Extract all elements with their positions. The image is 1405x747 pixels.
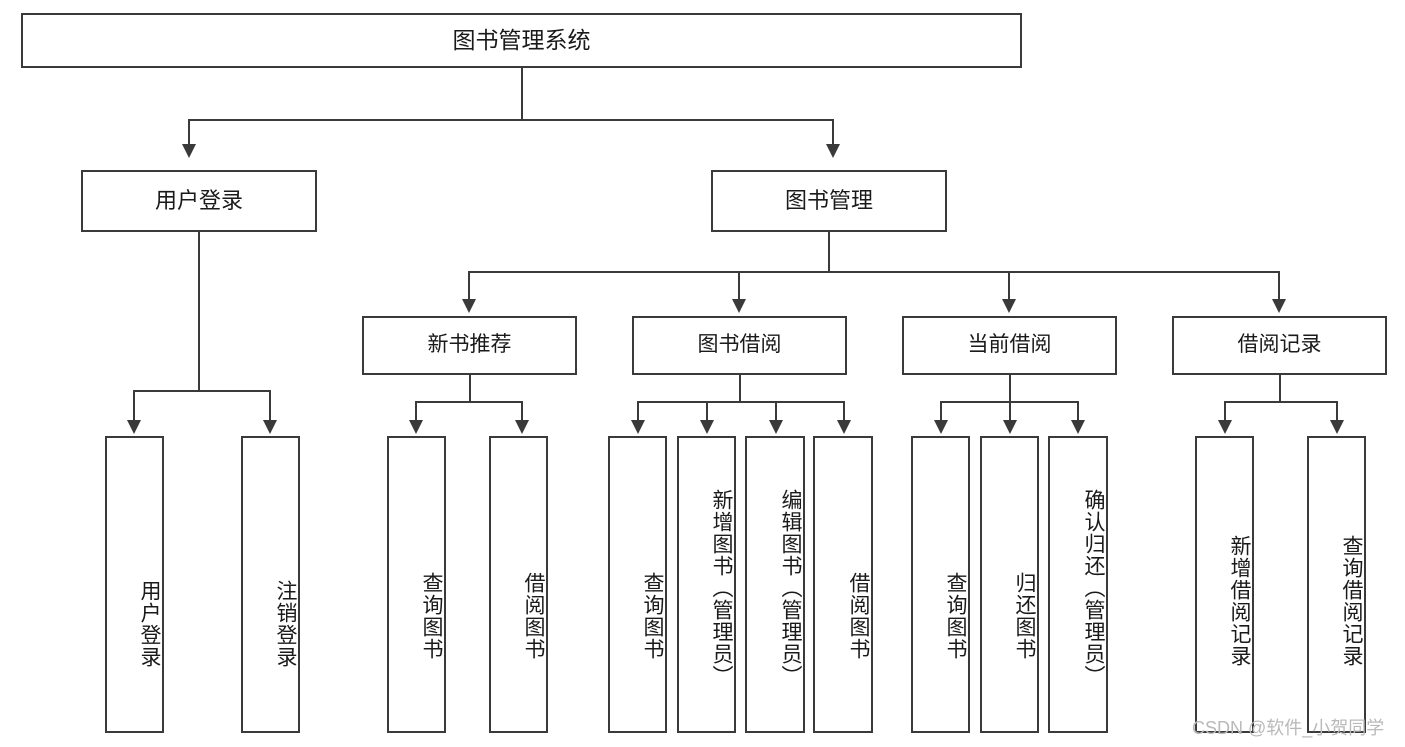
leaf-return-book[interactable]: 归还图书: [980, 436, 1039, 733]
leaf-add-book-admin[interactable]: 新增图书（管理员）: [677, 436, 736, 733]
leaf-borrow-book-recommend[interactable]: 借阅图书: [489, 436, 548, 733]
edge-to-book-borrow: [738, 271, 740, 301]
edge-book-management-stem: [828, 232, 830, 273]
edge-book-borrow-stem: [739, 375, 741, 403]
edge-to-new-book-recommend: [468, 271, 470, 301]
edge-bb-leaf-2: [706, 401, 708, 422]
edge-root-bus: [188, 119, 834, 121]
arrow-bb-leaf-2: [700, 420, 714, 434]
edge-root-stem: [521, 68, 523, 120]
edge-user-login-to-leaf-1: [133, 390, 135, 422]
edge-br-leaf-1: [1224, 401, 1226, 422]
node-label: 借阅记录: [1237, 333, 1322, 357]
leaf-query-borrow-record[interactable]: 查询借阅记录: [1307, 436, 1366, 733]
node-label: 查询借阅记录: [1340, 534, 1363, 667]
edge-nbr-leaf-2: [521, 401, 523, 422]
node-label: 图书管理: [784, 188, 873, 214]
edge-br-leaf-2: [1336, 401, 1338, 422]
edge-root-to-user-login: [188, 119, 190, 147]
leaf-borrow-book[interactable]: 借阅图书: [813, 436, 873, 733]
node-book-management[interactable]: 图书管理: [711, 170, 947, 232]
node-label: 借阅图书: [847, 571, 870, 660]
watermark-text: CSDN @软件_小贺同学: [1192, 718, 1385, 738]
node-label: 新增借阅记录: [1228, 534, 1251, 667]
edge-user-login-to-leaf-2: [269, 390, 271, 422]
arrow-bb-leaf-1: [631, 420, 645, 434]
arrow-nbr-leaf-1: [409, 420, 423, 434]
leaf-query-book-current[interactable]: 查询图书: [911, 436, 970, 733]
edge-bb-leaf-3: [775, 401, 777, 422]
edge-root-to-book-management: [832, 119, 834, 147]
edge-new-book-recommend-bus: [415, 401, 523, 403]
edge-to-borrow-record: [1278, 271, 1280, 301]
arrow-cb-leaf-2: [1003, 420, 1017, 434]
edge-bb-leaf-4: [843, 401, 845, 422]
node-label: 编辑图书（管理员）: [779, 488, 802, 687]
arrow-to-borrow-record: [1272, 299, 1286, 313]
leaf-query-book-recommend[interactable]: 查询图书: [387, 436, 446, 733]
edge-cb-leaf-1: [940, 401, 942, 422]
edge-bb-leaf-1: [637, 401, 639, 422]
edge-borrow-record-bus: [1224, 401, 1336, 403]
node-label: 借阅图书: [522, 571, 545, 660]
edge-new-book-recommend-stem: [469, 375, 471, 403]
leaf-user-login[interactable]: 用户登录: [105, 436, 164, 733]
edge-cb-leaf-3: [1077, 401, 1079, 422]
arrow-bb-leaf-4: [837, 420, 851, 434]
arrow-to-book-management: [826, 144, 840, 158]
arrow-to-user-login: [182, 144, 196, 158]
node-label: 查询图书: [944, 571, 967, 660]
edge-book-management-bus: [468, 271, 1280, 273]
leaf-query-book-borrow[interactable]: 查询图书: [608, 436, 667, 733]
edge-nbr-leaf-1: [415, 401, 417, 422]
leaf-add-borrow-record[interactable]: 新增借阅记录: [1195, 436, 1254, 733]
arrow-to-book-borrow: [732, 299, 746, 313]
node-label: 用户登录: [154, 188, 243, 214]
arrow-nbr-leaf-2: [515, 420, 529, 434]
edge-current-borrow-stem: [1009, 375, 1011, 403]
node-label: 当前借阅: [967, 333, 1052, 357]
arrow-to-new-book-recommend: [462, 299, 476, 313]
arrow-to-leaf-logout: [263, 420, 277, 434]
node-current-borrow[interactable]: 当前借阅: [902, 316, 1117, 375]
arrow-bb-leaf-3: [769, 420, 783, 434]
node-book-borrow[interactable]: 图书借阅: [632, 316, 847, 375]
edge-user-login-stem: [198, 232, 200, 392]
node-borrow-record[interactable]: 借阅记录: [1172, 316, 1387, 375]
arrow-br-leaf-2: [1330, 420, 1344, 434]
arrow-cb-leaf-3: [1071, 420, 1085, 434]
node-label: 查询图书: [420, 571, 443, 660]
arrow-to-leaf-user-login: [127, 420, 141, 434]
node-label: 确认归还（管理员）: [1082, 488, 1105, 687]
node-user-login[interactable]: 用户登录: [81, 170, 317, 232]
edge-user-login-bus: [133, 390, 270, 392]
node-label: 图书管理系统: [452, 27, 591, 54]
node-label: 新增图书（管理员）: [710, 488, 733, 687]
edge-to-current-borrow: [1008, 271, 1010, 301]
node-label: 查询图书: [641, 571, 664, 660]
node-label: 新书推荐: [427, 333, 512, 357]
node-label: 注销登录: [274, 579, 297, 668]
node-label: 归还图书: [1013, 571, 1036, 660]
node-root-book-management-system[interactable]: 图书管理系统: [21, 13, 1022, 68]
arrow-to-current-borrow: [1002, 299, 1016, 313]
edge-cb-leaf-2: [1009, 401, 1011, 422]
arrow-cb-leaf-1: [934, 420, 948, 434]
node-label: 图书借阅: [697, 333, 782, 357]
edge-book-borrow-bus: [637, 401, 843, 403]
edge-borrow-record-stem: [1279, 375, 1281, 403]
leaf-confirm-return-admin[interactable]: 确认归还（管理员）: [1048, 436, 1108, 733]
leaf-edit-book-admin[interactable]: 编辑图书（管理员）: [745, 436, 805, 733]
node-label: 用户登录: [138, 579, 161, 668]
node-new-book-recommend[interactable]: 新书推荐: [362, 316, 577, 375]
arrow-br-leaf-1: [1218, 420, 1232, 434]
leaf-logout[interactable]: 注销登录: [241, 436, 300, 733]
